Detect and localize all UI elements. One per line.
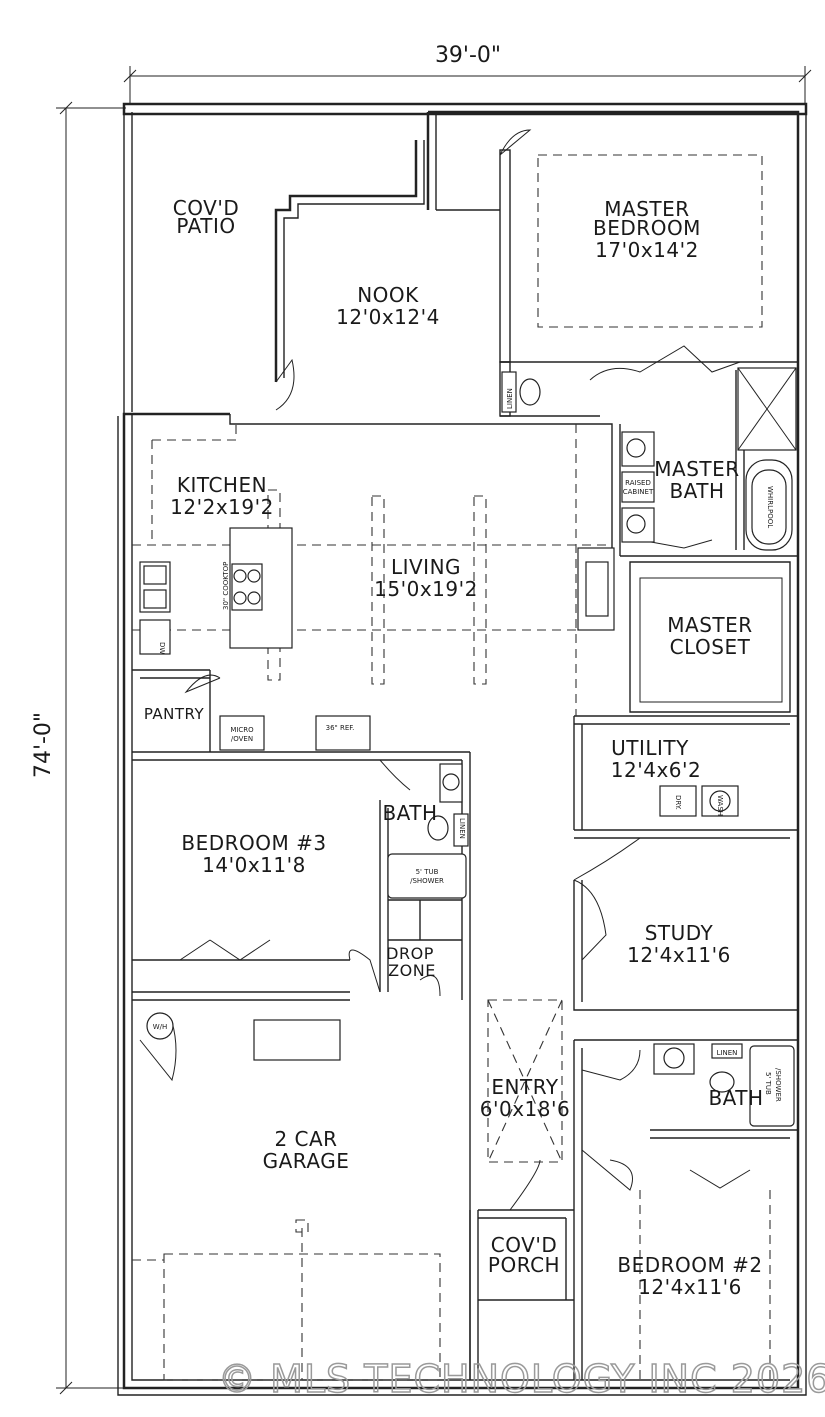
label-raised-1: RAISED xyxy=(625,479,651,487)
label-bedroom2: BEDROOM #2 xyxy=(617,1253,762,1277)
label-bath3: BATH xyxy=(382,801,437,825)
label-dry: DRY. xyxy=(674,795,682,810)
label-entry: ENTRY xyxy=(491,1075,558,1099)
label-master-closet-2: CLOSET xyxy=(670,635,751,659)
label-wash: WASH xyxy=(716,795,724,816)
label-tub1-2: /SHOWER xyxy=(410,877,444,885)
label-raised-2: CABINET xyxy=(623,488,654,496)
label-bath2: BATH xyxy=(708,1086,763,1110)
label-ref: 36" REF. xyxy=(326,724,355,732)
label-dw: DW xyxy=(158,642,166,654)
label-cooktop: 30" COOKTOP xyxy=(222,562,230,610)
label-utility: UTILITY xyxy=(611,736,689,760)
label-kitchen: KITCHEN xyxy=(177,473,267,497)
label-tub2-2: /SHOWER xyxy=(774,1068,782,1102)
label-porch-1: COV'D xyxy=(491,1233,557,1257)
watermark: © MLS TECHNOLOGY INC 2026 xyxy=(218,1357,825,1401)
label-bedroom3: BEDROOM #3 xyxy=(181,831,326,855)
label-garage-1: 2 CAR xyxy=(274,1127,337,1151)
label-micro-2: /OVEN xyxy=(231,735,253,743)
label-living-size: 15'0x19'2 xyxy=(374,577,478,601)
label-bedroom2-size: 12'4x11'6 xyxy=(638,1275,742,1299)
label-nook: NOOK xyxy=(357,283,419,307)
depth-dimension: 74'-0" xyxy=(31,712,56,778)
label-kitchen-size: 12'2x19'2 xyxy=(170,495,274,519)
label-linen-master: LINEN xyxy=(506,388,514,409)
dimension-lines xyxy=(56,66,812,1395)
doors xyxy=(139,129,751,1211)
label-master-bedroom-2: BEDROOM xyxy=(593,216,701,240)
label-study: STUDY xyxy=(645,921,714,945)
label-study-size: 12'4x11'6 xyxy=(627,943,731,967)
label-patio-1: COV'D xyxy=(173,196,239,220)
room-labels: COV'D PATIO MASTER BEDROOM 17'0x14'2 NOO… xyxy=(144,196,763,1299)
label-patio-2: PATIO xyxy=(176,214,235,238)
label-tub2-1: 5' TUB xyxy=(764,1072,772,1095)
fixture-labels: LINEN RAISED CABINET WHIRLPOOL 30" COOKT… xyxy=(153,388,782,1102)
interior-walls xyxy=(132,149,798,1380)
label-whirlpool: WHIRLPOOL xyxy=(766,486,774,528)
label-linen-bath2: LINEN xyxy=(717,1049,738,1057)
label-garage-2: GARAGE xyxy=(263,1149,350,1173)
label-drop-zone-1: DROP xyxy=(386,944,434,963)
label-linen-bath3: LINEN xyxy=(458,818,466,839)
label-nook-size: 12'0x12'4 xyxy=(336,305,440,329)
label-living: LIVING xyxy=(391,555,461,579)
label-tub1-1: 5' TUB xyxy=(416,868,439,876)
label-utility-size: 12'4x6'2 xyxy=(611,758,701,782)
label-master-closet-1: MASTER xyxy=(667,613,752,637)
label-master-bedroom-size: 17'0x14'2 xyxy=(595,238,699,262)
label-pantry: PANTRY xyxy=(144,705,205,723)
label-micro-1: MICRO xyxy=(230,726,254,734)
label-master-bath-1: MASTER xyxy=(654,457,739,481)
label-master-bedroom-1: MASTER xyxy=(604,197,689,221)
label-drop-zone-2: ZONE xyxy=(388,961,436,980)
label-entry-size: 6'0x18'6 xyxy=(480,1097,570,1121)
label-bedroom3-size: 14'0x11'8 xyxy=(202,853,306,877)
fixtures xyxy=(139,367,797,1127)
label-master-bath-2: BATH xyxy=(669,479,724,503)
label-wh: W/H xyxy=(153,1023,168,1031)
width-dimension: 39'-0" xyxy=(435,43,501,68)
exterior-walls xyxy=(117,102,808,1396)
label-porch-2: PORCH xyxy=(488,1253,560,1277)
